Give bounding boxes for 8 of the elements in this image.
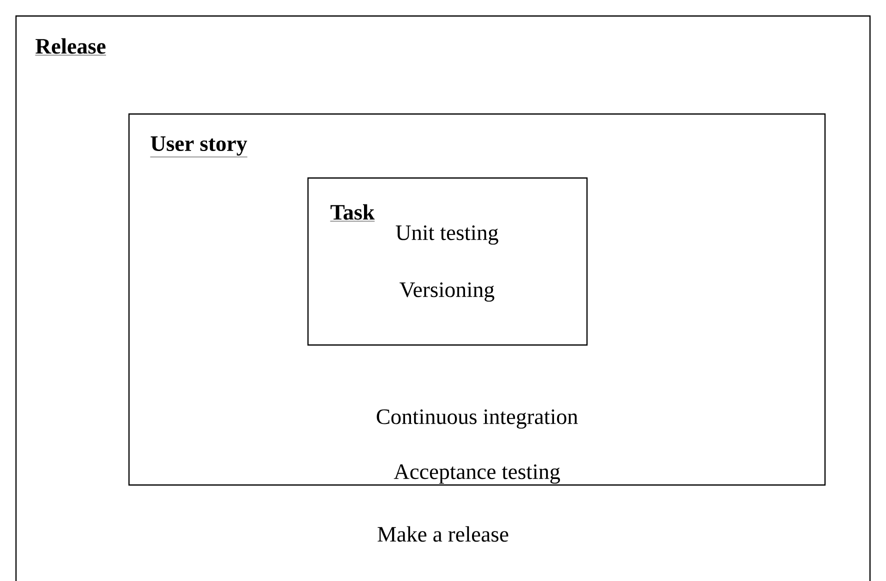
box-text: Make a release [378,526,508,542]
box-heading: Release [35,38,106,56]
box-heading: User story [150,136,248,158]
box-heading: Task [330,204,375,222]
box-text: Unit testing [396,225,498,245]
box-text: Versioning [400,282,494,302]
box-text: Acceptance testing [394,464,560,484]
box-text: Continuous integration [376,409,578,429]
